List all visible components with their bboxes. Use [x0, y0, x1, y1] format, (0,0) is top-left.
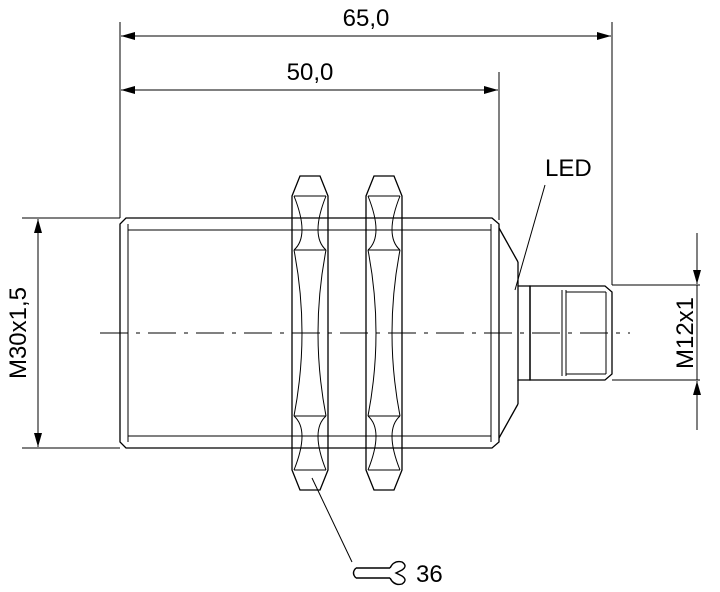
wrench-callout: 36: [311, 477, 443, 588]
connector-thread-label: M12x1: [672, 297, 699, 369]
dimension-overall-length: 65,0: [121, 5, 611, 40]
led-callout: LED: [514, 155, 592, 291]
wrench-size-label: 36: [416, 561, 443, 588]
thread-diameter-label: M30x1,5: [5, 287, 32, 379]
wrench-icon: [352, 560, 406, 586]
overall-length-label: 65,0: [343, 5, 390, 32]
body-length-label: 50,0: [287, 59, 334, 86]
extension-lines: [22, 22, 700, 449]
dimension-thread-diameter: M30x1,5: [5, 219, 42, 447]
dimension-connector-thread: M12x1: [672, 233, 701, 430]
dimension-body-length: 50,0: [121, 59, 498, 94]
led-label: LED: [545, 155, 592, 182]
